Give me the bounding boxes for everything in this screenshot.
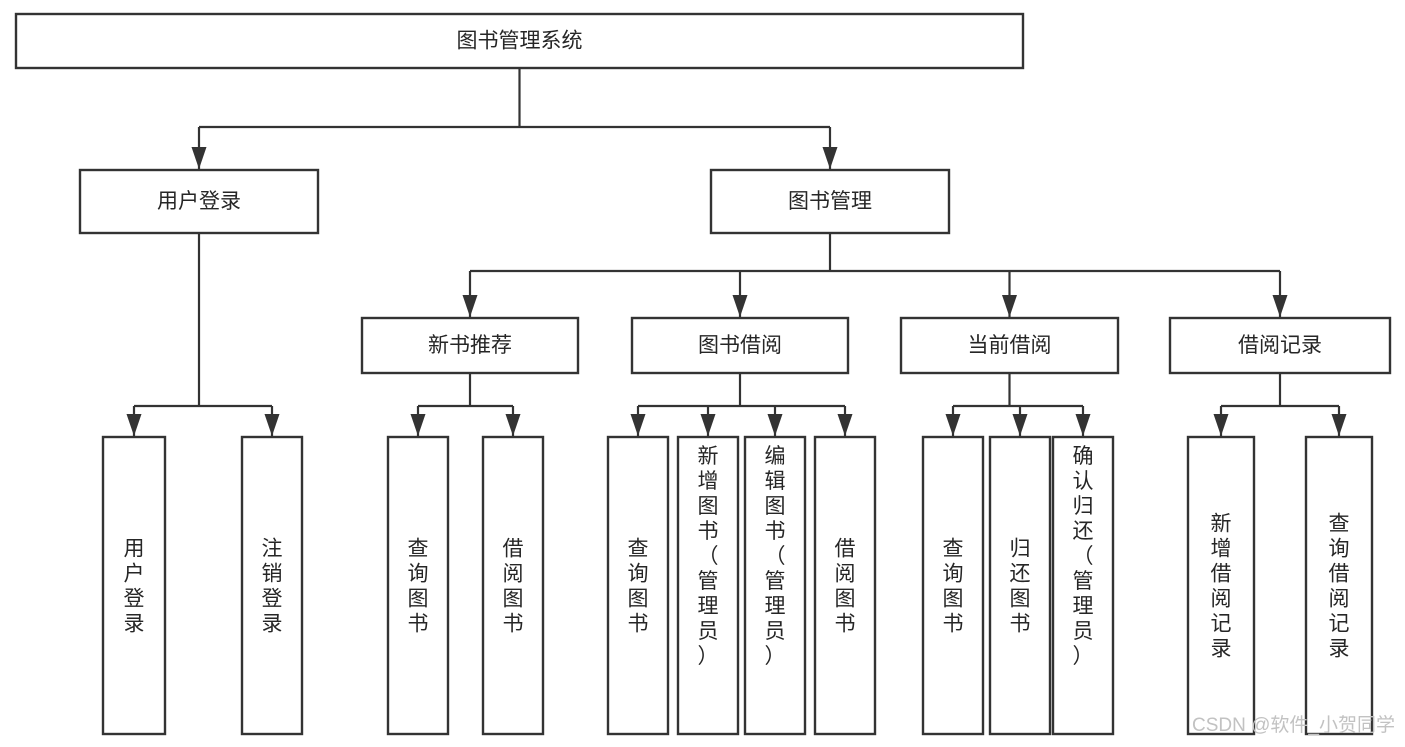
node-label: 新书推荐 (428, 334, 512, 357)
arrow-head-icon (264, 414, 280, 436)
arrow-head-icon (700, 414, 716, 436)
arrow-head-icon (1331, 414, 1347, 436)
node-level3-当前借阅[interactable]: 当前借阅 (899, 316, 1120, 375)
node-box (743, 435, 807, 736)
node-box (630, 316, 850, 375)
arrow-head-icon (1213, 414, 1229, 436)
node-leaf-借阅图书[interactable]: 借阅图书 (813, 435, 877, 736)
node-label: 用户登录 (157, 190, 241, 213)
node-label: 图书管理系统 (457, 30, 583, 53)
node-label: 归还图书 (1010, 538, 1031, 636)
node-box (101, 435, 167, 736)
arrow-head-icon (767, 414, 783, 436)
node-level2-图书管理[interactable]: 图书管理 (709, 168, 951, 235)
arrow-head-icon (945, 414, 961, 436)
node-leaf-用户登录[interactable]: 用户登录 (101, 435, 167, 736)
connector-layer (126, 68, 1347, 436)
node-box (676, 435, 740, 736)
node-label: 图书管理 (788, 190, 872, 213)
node-leaf-注销登录[interactable]: 注销登录 (240, 435, 304, 736)
arrow-head-icon (1012, 414, 1028, 436)
node-label: 编辑图书（管理员） (765, 445, 786, 668)
node-leaf-查询借阅记录[interactable]: 查询借阅记录 (1304, 435, 1374, 736)
arrow-head-icon (1272, 295, 1288, 317)
node-box (1168, 316, 1392, 375)
arrow-head-icon (1002, 295, 1017, 317)
node-box (1051, 435, 1115, 736)
node-box (1186, 435, 1256, 736)
arrow-head-icon (191, 147, 207, 169)
node-box (240, 435, 304, 736)
node-leaf-借阅图书[interactable]: 借阅图书 (481, 435, 545, 736)
node-label: 查询图书 (943, 538, 964, 636)
node-leaf-编辑图书管理员[interactable]: 编辑图书（管理员） (743, 435, 807, 736)
node-box (899, 316, 1120, 375)
node-label: 新增图书（管理员） (698, 445, 719, 668)
node-box (709, 168, 951, 235)
node-label: 确认归还（管理员） (1073, 445, 1094, 668)
node-box (988, 435, 1052, 736)
arrow-head-icon (837, 414, 853, 436)
node-box (481, 435, 545, 736)
node-leaf-查询图书[interactable]: 查询图书 (606, 435, 670, 736)
node-leaf-新增借阅记录[interactable]: 新增借阅记录 (1186, 435, 1256, 736)
node-box (78, 168, 320, 235)
node-label: 新增借阅记录 (1211, 513, 1232, 661)
node-level3-借阅记录[interactable]: 借阅记录 (1168, 316, 1392, 375)
node-box (921, 435, 985, 736)
node-box (386, 435, 450, 736)
csdn-watermark: CSDN @软件_小贺同学 (1192, 714, 1395, 736)
node-label: 当前借阅 (968, 334, 1052, 357)
node-label: 用户登录 (124, 538, 145, 636)
arrow-head-icon (732, 295, 748, 317)
node-label: 查询图书 (628, 538, 649, 636)
node-leaf-新增图书管理员[interactable]: 新增图书（管理员） (676, 435, 740, 736)
node-box (1304, 435, 1374, 736)
node-label: 借阅记录 (1238, 334, 1322, 357)
node-label: 注销登录 (262, 538, 283, 636)
node-leaf-归还图书[interactable]: 归还图书 (988, 435, 1052, 736)
node-label: 图书借阅 (698, 334, 782, 357)
node-label: 借阅图书 (835, 538, 856, 636)
node-leaf-查询图书[interactable]: 查询图书 (921, 435, 985, 736)
node-root-图书管理系统[interactable]: 图书管理系统 (14, 12, 1025, 70)
node-box (606, 435, 670, 736)
arrow-head-icon (630, 414, 646, 436)
arrow-head-icon (505, 414, 521, 436)
arrow-head-icon (126, 414, 142, 436)
node-box (813, 435, 877, 736)
node-label: 查询借阅记录 (1329, 513, 1350, 661)
arrow-head-icon (822, 147, 838, 169)
node-level3-图书借阅[interactable]: 图书借阅 (630, 316, 850, 375)
node-box (14, 12, 1025, 70)
node-leaf-查询图书[interactable]: 查询图书 (386, 435, 450, 736)
node-box (360, 316, 580, 375)
node-level3-新书推荐[interactable]: 新书推荐 (360, 316, 580, 375)
node-leaf-确认归还管理员[interactable]: 确认归还（管理员） (1051, 435, 1115, 736)
arrow-head-icon (462, 295, 478, 317)
arrow-head-icon (410, 414, 426, 436)
node-label: 查询图书 (408, 538, 429, 636)
node-level2-用户登录[interactable]: 用户登录 (78, 168, 320, 235)
node-layer: 图书管理系统用户登录图书管理新书推荐图书借阅当前借阅借阅记录用户登录注销登录查询… (14, 12, 1392, 736)
node-label: 借阅图书 (503, 538, 524, 636)
arrow-head-icon (1075, 414, 1091, 436)
